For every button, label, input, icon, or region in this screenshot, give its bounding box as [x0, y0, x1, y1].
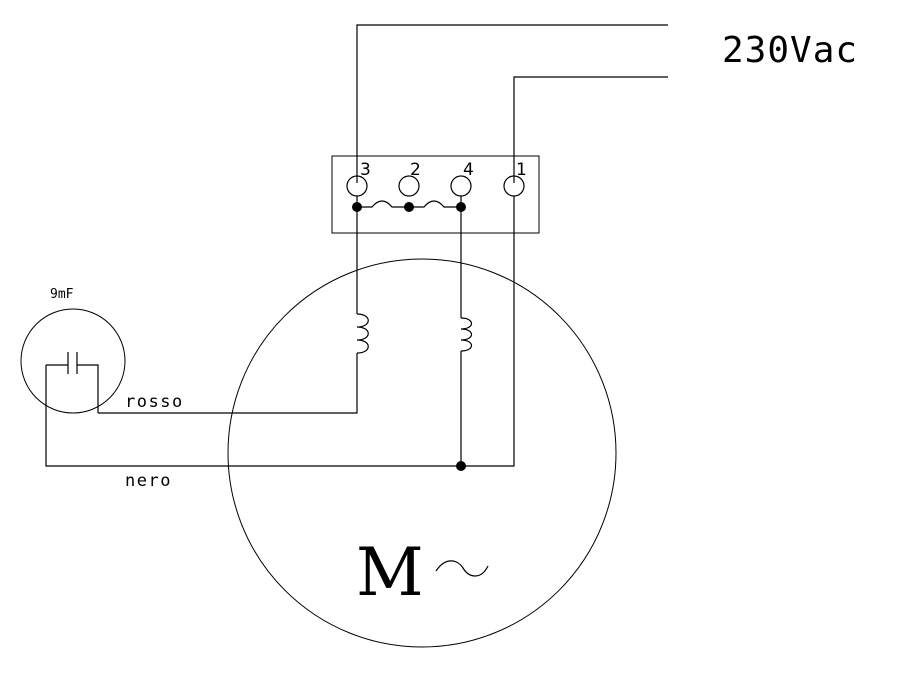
terminal-link-2-4 — [409, 200, 461, 208]
terminal-block — [331, 155, 540, 234]
junction-dot-common — [456, 461, 466, 471]
ac-tilde-icon — [435, 560, 489, 577]
supply-line-phase — [356, 24, 668, 183]
capacitor-value-label: 9mF — [50, 287, 74, 302]
terminal-1-wire — [461, 196, 515, 467]
winding-aux-wire-bottom — [98, 353, 358, 414]
black-wire — [45, 365, 461, 467]
supply-line-neutral — [513, 76, 668, 183]
motor-circle — [227, 258, 617, 648]
supply-voltage-label: 230Vac — [722, 30, 858, 71]
terminal-3-label: 3 — [360, 160, 371, 180]
winding-main-coil — [460, 317, 473, 352]
wire-red-label: rosso — [125, 392, 184, 412]
motor-symbol-label: M — [356, 534, 424, 611]
wire-black-label: nero — [125, 471, 172, 491]
terminal-link-3-2 — [357, 200, 409, 208]
terminal-4-label: 4 — [463, 160, 474, 180]
capacitor-circle — [20, 308, 126, 414]
terminal-2-circle — [398, 175, 420, 197]
terminal-2-label: 2 — [410, 160, 421, 180]
junction-dot-2 — [404, 202, 414, 212]
terminal-1-label: 1 — [516, 160, 527, 180]
winding-aux-coil — [356, 313, 369, 354]
capacitor-right-lead — [77, 364, 99, 413]
